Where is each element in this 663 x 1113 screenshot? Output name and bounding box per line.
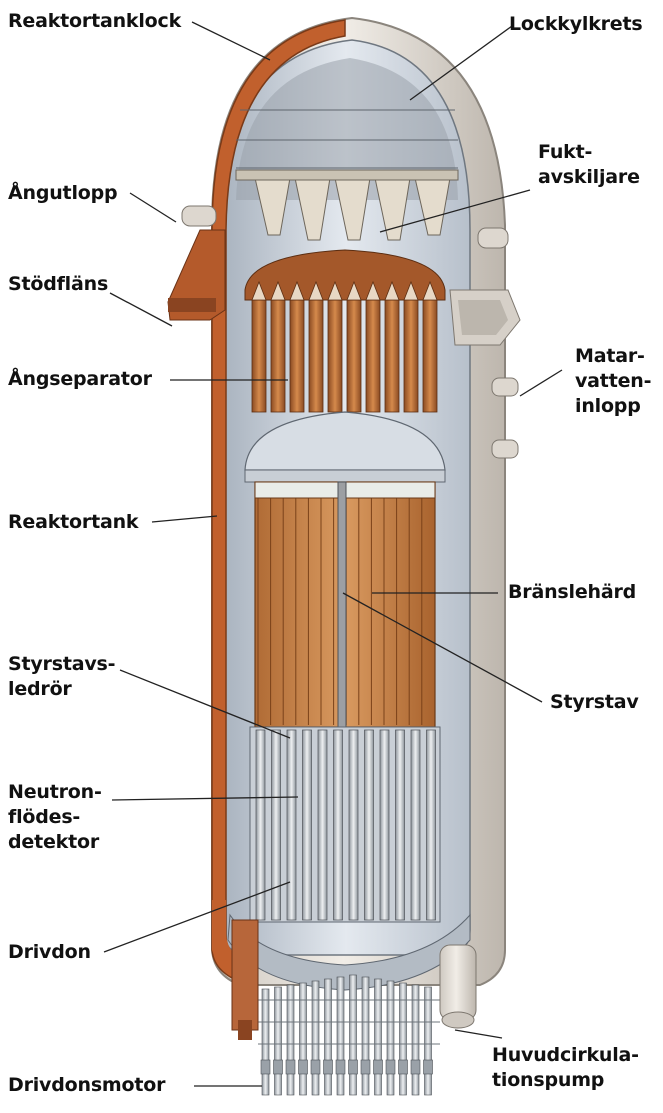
label-styrstavsledror: Styrstavs- ledrör	[8, 652, 115, 702]
drive-housing	[425, 987, 432, 1095]
drive-housing	[337, 977, 344, 1095]
drive-housing	[275, 987, 282, 1095]
drive-motor	[374, 1060, 383, 1074]
drive-housing	[325, 979, 332, 1095]
drive-motor	[361, 1060, 370, 1074]
drive-motor	[274, 1060, 283, 1074]
upper-flange-ring	[450, 290, 520, 345]
guide-tube	[318, 730, 327, 920]
label-matarvatteninlopp: Matar- vatten- inlopp	[575, 344, 651, 419]
drive-motor	[399, 1060, 408, 1074]
separator-tube	[328, 300, 342, 412]
label-drivdonsmotor: Drivdonsmotor	[8, 1073, 165, 1098]
control-rod-guide-tubes	[250, 727, 440, 922]
drive-motor	[299, 1060, 308, 1074]
drive-motor	[411, 1060, 420, 1074]
separator-tube	[252, 300, 266, 412]
drive-motor	[349, 1060, 358, 1074]
fuel-core	[255, 482, 435, 727]
guide-tube	[334, 730, 343, 920]
drive-motor	[424, 1060, 433, 1074]
drive-housing	[387, 981, 394, 1095]
drive-motor	[311, 1060, 320, 1074]
guide-tube	[427, 730, 436, 920]
guide-tube	[287, 730, 296, 920]
control-rod-drives	[258, 975, 440, 1095]
label-angutlopp: Ångutlopp	[8, 181, 117, 206]
label-stodflans: Stödfläns	[8, 272, 108, 297]
steam-outlet-nozzle	[182, 206, 216, 226]
label-fuktavskiljare: Fukt- avskiljare	[538, 140, 640, 190]
label-reaktortanklock: Reaktortanklock	[8, 9, 181, 34]
guide-tube	[349, 730, 358, 920]
separator-tube	[290, 300, 304, 412]
label-angseparator: Ångseparator	[8, 367, 152, 392]
drive-housing	[362, 977, 369, 1095]
drive-motor	[261, 1060, 270, 1074]
guide-tube	[411, 730, 420, 920]
drive-motor	[386, 1060, 395, 1074]
guide-tube	[365, 730, 374, 920]
label-bransleheard: Bränslehärd	[508, 580, 636, 605]
separator-tube	[271, 300, 285, 412]
guide-tube	[303, 730, 312, 920]
drive-housing	[287, 985, 294, 1095]
label-drivdon: Drivdon	[8, 940, 91, 965]
separator-tube	[309, 300, 323, 412]
label-neutronflodesdetektor: Neutron- flödes- detektor	[8, 780, 102, 855]
neutron-detector-housing	[232, 920, 258, 1040]
label-reaktortank: Reaktortank	[8, 510, 138, 535]
drive-motor	[336, 1060, 345, 1074]
control-rod-blade	[338, 482, 346, 727]
separator-tube	[423, 300, 437, 412]
guide-tube	[396, 730, 405, 920]
drive-motor	[324, 1060, 333, 1074]
separator-tube	[366, 300, 380, 412]
separator-tube	[347, 300, 361, 412]
drive-housing	[312, 981, 319, 1095]
drive-housing	[262, 989, 269, 1095]
separator-tube	[404, 300, 418, 412]
guide-tube	[380, 730, 389, 920]
drive-motor	[286, 1060, 295, 1074]
guide-tube	[272, 730, 281, 920]
support-flange	[168, 230, 225, 320]
drive-housing	[412, 985, 419, 1095]
drive-housing	[375, 979, 382, 1095]
main-circulation-pump	[440, 945, 476, 1028]
label-lockkylkrets: Lockkylkrets	[509, 12, 642, 37]
label-styrstav: Styrstav	[550, 690, 639, 715]
separator-tube	[385, 300, 399, 412]
label-huvudcirkulationspump: Huvudcirkula- tionspump	[492, 1043, 639, 1093]
drive-housing	[350, 975, 357, 1095]
